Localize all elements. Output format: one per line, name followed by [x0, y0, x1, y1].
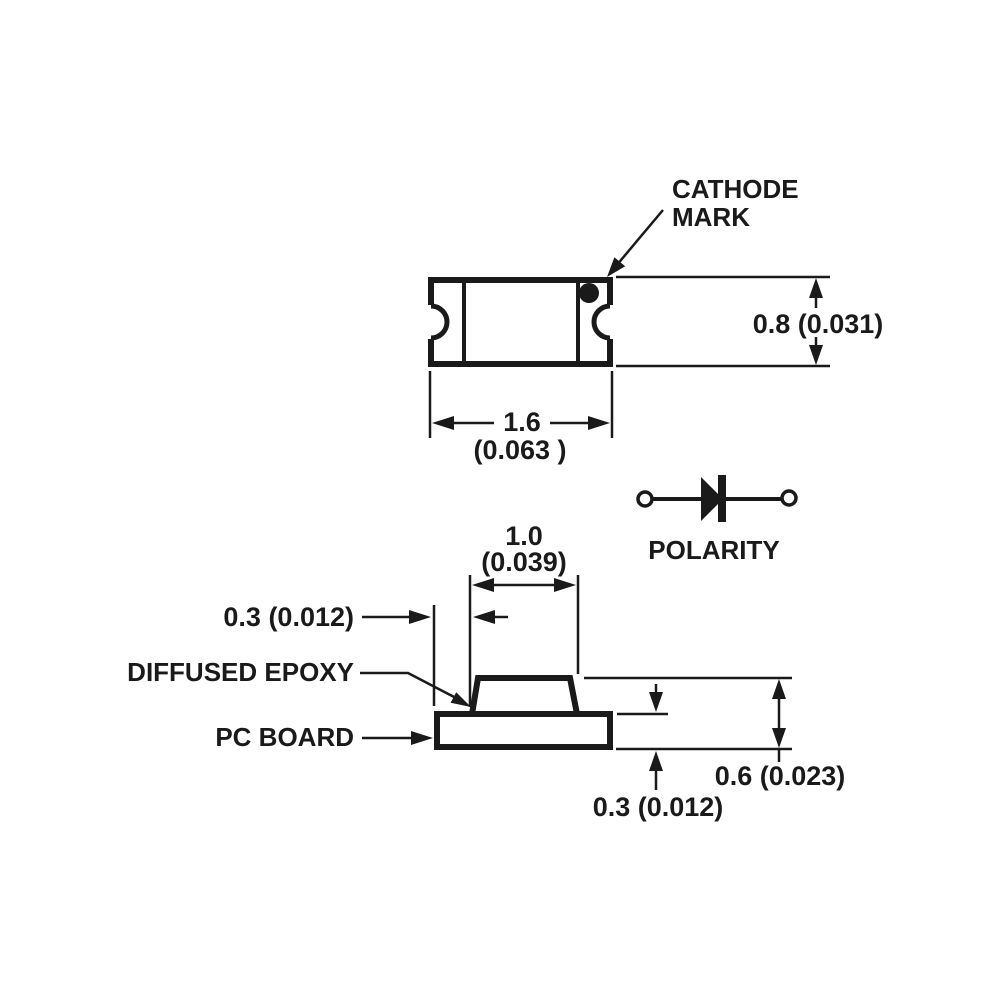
- cathode-dot: [579, 283, 599, 303]
- top-view: [426, 277, 615, 367]
- arrowhead-up: [809, 278, 823, 298]
- dim-epoxy-width-inch-text: (0.039): [481, 547, 567, 577]
- diode-triangle: [701, 477, 723, 521]
- arrowhead-right: [588, 416, 610, 430]
- arrowhead-down: [809, 345, 823, 365]
- dim-board-thickness: 0.3 (0.012): [593, 684, 724, 822]
- leader-arrowhead: [411, 731, 433, 745]
- dim-package-length-mm-text: 1.6: [503, 407, 541, 437]
- arrowhead-left: [472, 578, 494, 592]
- cathode-terminal-circle: [780, 489, 798, 507]
- pc-board-callout: PC BOARD: [215, 722, 433, 752]
- diffused-epoxy-callout: DIFFUSED EPOXY: [127, 657, 471, 707]
- leader-line: [360, 671, 457, 700]
- cathode-mark-callout: CATHODE MARK: [607, 174, 799, 277]
- right-notch-arc: [591, 303, 611, 341]
- dim-overall-height: 0.6 (0.023): [584, 676, 846, 791]
- cathode-leader-arrowhead: [607, 257, 626, 277]
- pc-board-label: PC BOARD: [215, 722, 354, 752]
- cathode-leader-line: [615, 209, 664, 267]
- cathode-label-line2: MARK: [672, 202, 750, 232]
- dim-overall-height-text: 0.6 (0.023): [715, 761, 846, 791]
- arrowhead-left: [473, 610, 495, 624]
- dim-epoxy-width: 1.0 (0.039): [468, 521, 580, 707]
- epoxy-trapezoid: [468, 675, 581, 717]
- side-view: [434, 675, 613, 750]
- arrowhead-left: [432, 416, 454, 430]
- dim-package-width-text: 0.8 (0.031): [753, 309, 884, 339]
- diffused-epoxy-label: DIFFUSED EPOXY: [127, 657, 354, 687]
- arrowhead-up: [649, 751, 663, 771]
- polarity-label: POLARITY: [648, 535, 779, 565]
- leader-arrowhead: [450, 692, 471, 707]
- arrowhead-right: [409, 610, 431, 624]
- dim-edge-offset: 0.3 (0.012): [223, 602, 508, 706]
- dim-board-thickness-text: 0.3 (0.012): [593, 792, 724, 822]
- dim-package-width: 0.8 (0.031): [616, 275, 884, 368]
- pc-board-rect: [434, 711, 613, 750]
- dim-edge-offset-text: 0.3 (0.012): [223, 602, 354, 632]
- left-notch-arc: [430, 303, 450, 341]
- dim-epoxy-width-mm-text: 1.0: [505, 521, 543, 551]
- arrowhead-down: [649, 692, 663, 712]
- cathode-label-line1: CATHODE: [672, 174, 799, 204]
- cathode-bar: [718, 475, 726, 522]
- dim-package-length: 1.6 (0.063 ): [428, 371, 614, 465]
- arrowhead-up: [772, 679, 786, 699]
- anode-terminal-circle: [636, 490, 654, 508]
- arrowhead-down: [772, 728, 786, 748]
- polarity-symbol: POLARITY: [636, 475, 798, 565]
- dim-package-length-inch-text: (0.063 ): [473, 435, 566, 465]
- arrowhead-right: [554, 578, 576, 592]
